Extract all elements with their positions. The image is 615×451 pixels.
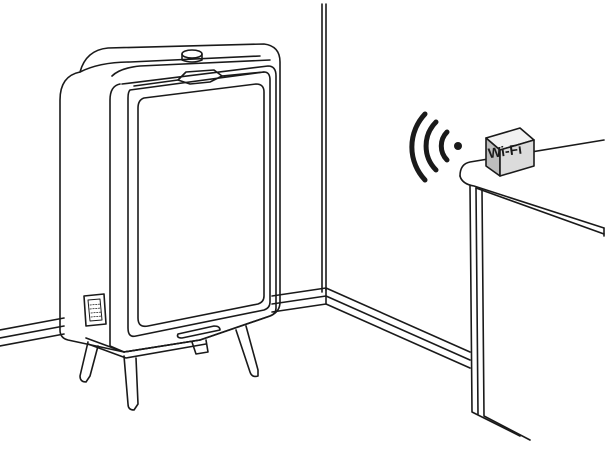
room-corner (0, 3, 471, 369)
air-purifier (59, 43, 281, 411)
wifi-signal-icon (409, 111, 462, 183)
cabinet (459, 139, 605, 441)
router-label: Wi-Fi (487, 141, 523, 162)
vent-grille-icon (83, 293, 107, 327)
router-icon (485, 127, 535, 177)
